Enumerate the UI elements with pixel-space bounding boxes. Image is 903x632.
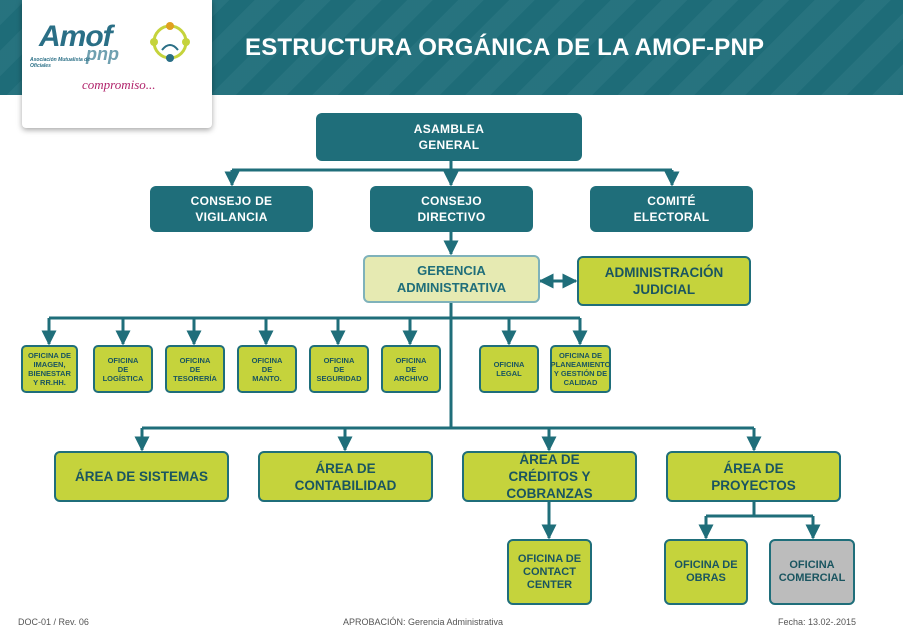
logo-card: Amof pnp Asociación Mutualista de Oficia… — [22, 0, 212, 128]
box-oficina-seguridad: OFICINA DE SEGURIDAD — [309, 345, 369, 393]
footer-doc-ref: DOC-01 / Rev. 06 — [18, 617, 89, 627]
box-gerencia-administrativa: GERENCIA ADMINISTRATIVA — [363, 255, 540, 303]
box-oficina-obras: OFICINA DE OBRAS — [664, 539, 748, 605]
box-oficina-archivo: OFICINA DE ARCHIVO — [381, 345, 441, 393]
box-asamblea-general: ASAMBLEA GENERAL — [316, 113, 582, 161]
box-consejo-directivo: CONSEJO DIRECTIVO — [370, 186, 533, 232]
logo-brand: Amof — [39, 20, 113, 53]
box-oficina-planeamiento: OFICINA DE PLANEAMIENTO Y GESTIÓN DE CAL… — [550, 345, 611, 393]
box-area-sistemas: ÁREA DE SISTEMAS — [54, 451, 229, 502]
box-oficina-legal: OFICINA LEGAL — [479, 345, 539, 393]
logo-subtitle: Asociación Mutualista de Oficiales — [30, 57, 91, 69]
box-oficina-manto: OFICINA DE MANTO. — [237, 345, 297, 393]
logo-brand-suffix: pnp — [86, 44, 119, 64]
footer-approval: APROBACIÓN: Gerencia Administrativa — [343, 617, 504, 627]
box-comite-electoral: COMITÉ ELECTORAL — [590, 186, 753, 232]
box-consejo-vigilancia: CONSEJO DE VIGILANCIA — [150, 186, 313, 232]
logo-slogan: compromiso... — [82, 77, 156, 92]
box-area-proyectos: ÁREA DE PROYECTOS — [666, 451, 841, 502]
footer-date: Fecha: 13.02-.2015 — [778, 617, 857, 627]
box-oficina-tesoreria: OFICINA DE TESORERÍA — [165, 345, 225, 393]
box-oficina-logistica: OFICINA DE LOGÍSTICA — [93, 345, 153, 393]
box-oficina-comercial: OFICINA COMERCIAL — [769, 539, 855, 605]
box-oficina-imagen: OFICINA DE IMAGEN, BIENESTAR Y RR.HH. — [21, 345, 78, 393]
page-title: ESTRUCTURA ORGÁNICA DE LA AMOF-PNP — [245, 34, 765, 61]
box-administracion-judicial: ADMINISTRACIÓN JUDICIAL — [577, 256, 751, 306]
people-emblem-icon — [150, 22, 190, 62]
box-area-contabilidad: ÁREA DE CONTABILIDAD — [258, 451, 433, 502]
box-oficina-contact-center: OFICINA DE CONTACT CENTER — [507, 539, 592, 605]
box-area-creditos-cobranzas: ÁREA DE CRÉDITOS Y COBRANZAS — [462, 451, 637, 502]
